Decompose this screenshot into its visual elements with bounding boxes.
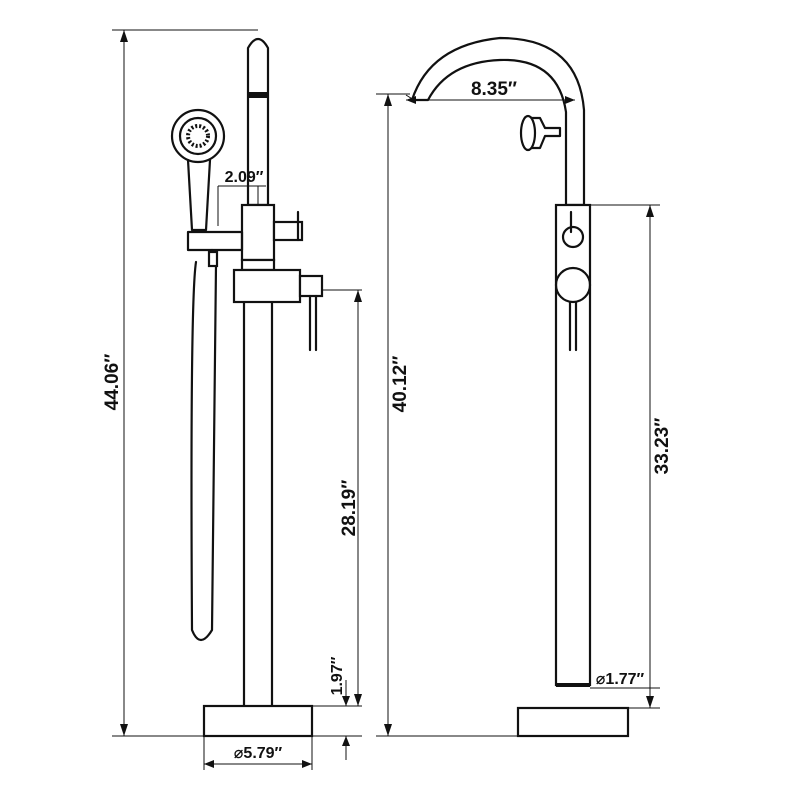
label-spout-height: 40.12″ — [390, 356, 411, 413]
front-mixer-cap — [298, 274, 324, 298]
front-diverter-knob — [272, 220, 304, 242]
label-handle-height: 28.19″ — [339, 480, 360, 537]
front-collar — [240, 258, 276, 272]
dimension-lines — [112, 29, 660, 770]
front-mixer-body — [232, 268, 302, 304]
label-total-height: 44.06″ — [102, 354, 123, 411]
side-gooseneck-spout — [410, 36, 586, 207]
label-pipe-diameter: ⌀1.77″ — [596, 671, 645, 688]
shower-hose — [190, 248, 218, 642]
side-body-tube — [554, 203, 592, 687]
label-spout-reach: 8.35″ — [471, 79, 517, 100]
hand-shower-head — [170, 108, 226, 164]
front-upper-tube — [246, 37, 270, 207]
side-shower-head — [519, 114, 537, 152]
label-base-diameter: ⌀5.79″ — [234, 745, 283, 762]
label-body-height: 33.23″ — [652, 418, 673, 475]
front-view — [170, 37, 324, 738]
hand-shower-handle — [186, 158, 212, 232]
side-shower-holder — [530, 116, 562, 150]
front-shower-holder — [186, 230, 244, 252]
label-base-thickness: 1.97″ — [329, 656, 346, 695]
side-mixer-knob — [554, 266, 592, 304]
side-base — [516, 706, 630, 738]
front-base — [202, 704, 314, 738]
side-diverter-knob — [561, 225, 585, 249]
front-tube-band — [248, 92, 268, 98]
side-view — [405, 36, 630, 738]
front-diverter-body — [240, 203, 276, 262]
label-handle-offset: 2.09″ — [225, 169, 264, 186]
front-lower-tube — [242, 298, 274, 708]
